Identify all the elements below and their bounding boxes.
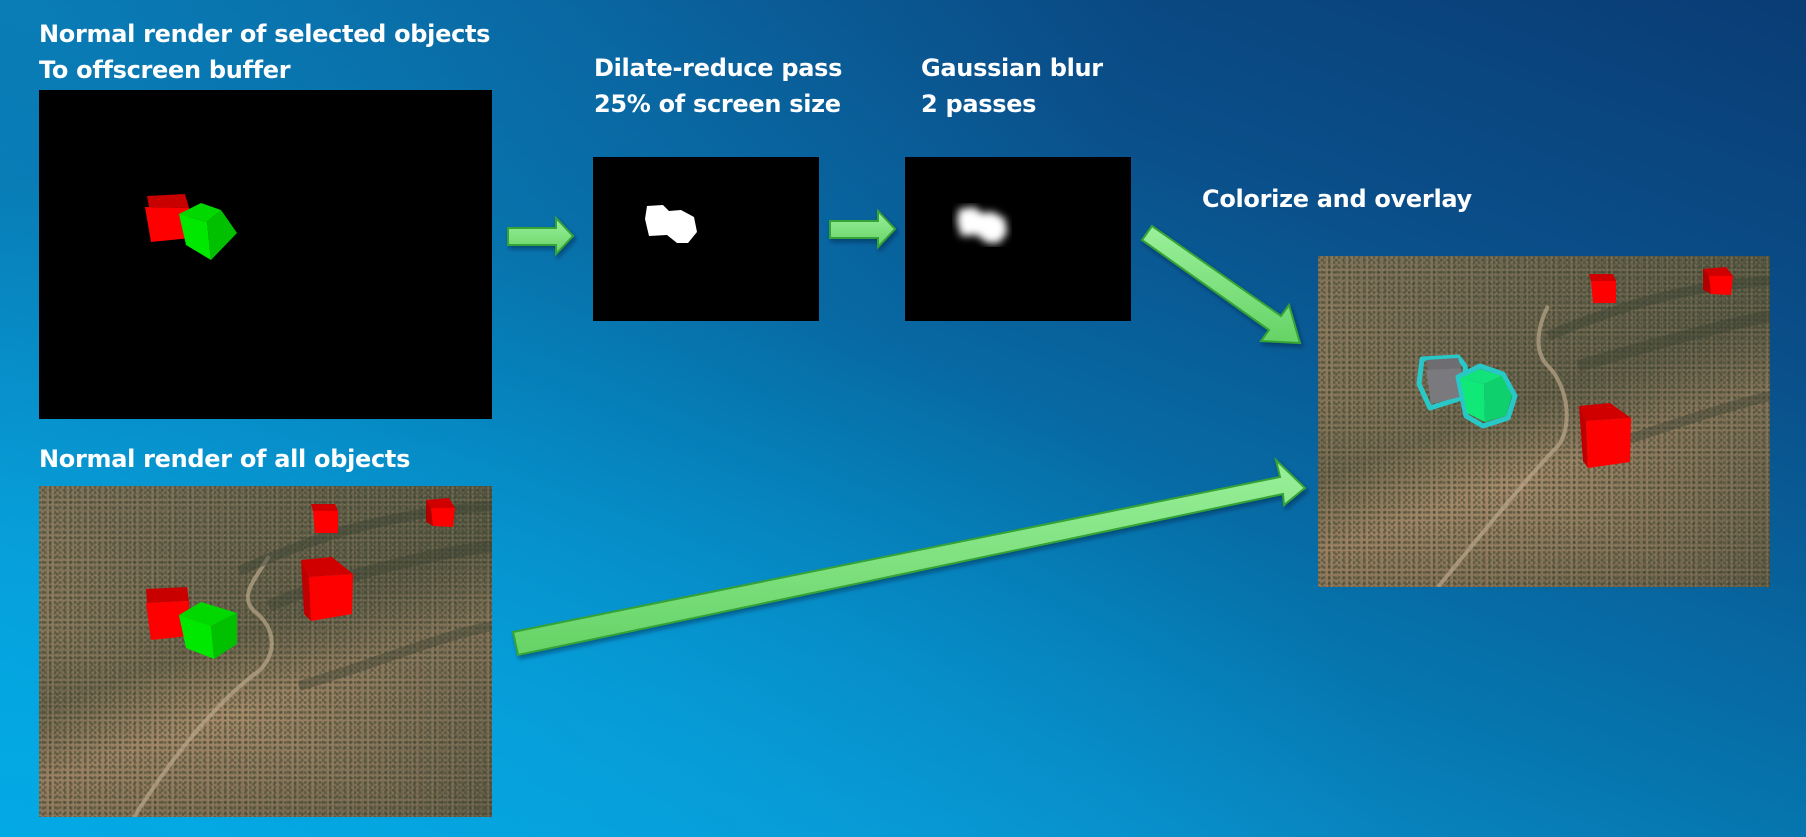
arrow-diagonal-down-icon xyxy=(1140,224,1302,345)
label-all-render: Normal render of all objects xyxy=(39,445,411,473)
dilate-reduce-mask xyxy=(593,157,819,321)
label-blur-line2: 2 passes xyxy=(921,90,1037,118)
label-selected-render-line2: To offscreen buffer xyxy=(39,56,291,84)
blurred-silhouette-icon xyxy=(957,207,1007,243)
mask-silhouette-icon xyxy=(645,205,697,243)
label-dilate-line1: Dilate-reduce pass xyxy=(594,54,843,82)
label-selected-render-line1: Normal render of selected objects xyxy=(39,20,491,48)
terrain-scene-icon xyxy=(132,498,492,817)
label-blur-line1: Gaussian blur xyxy=(921,54,1103,82)
arrow-right-icon xyxy=(507,215,575,257)
final-composite xyxy=(1318,256,1770,587)
gaussian-blur-mask xyxy=(905,157,1131,321)
arrow-long-up-icon xyxy=(511,456,1307,657)
all-objects-render xyxy=(39,486,492,817)
label-dilate-line2: 25% of screen size xyxy=(594,90,841,118)
selected-cubes-icon xyxy=(145,194,237,260)
arrow-right-icon-2 xyxy=(829,208,897,250)
selected-objects-buffer xyxy=(39,90,492,419)
label-colorize: Colorize and overlay xyxy=(1202,185,1472,213)
label-dilate: Dilate-reduce pass 25% of screen size xyxy=(594,50,842,122)
composite-scene-icon xyxy=(1416,267,1770,587)
label-selected-render: Normal render of selected objects To off… xyxy=(39,16,490,88)
label-blur: Gaussian blur 2 passes xyxy=(921,50,1103,122)
